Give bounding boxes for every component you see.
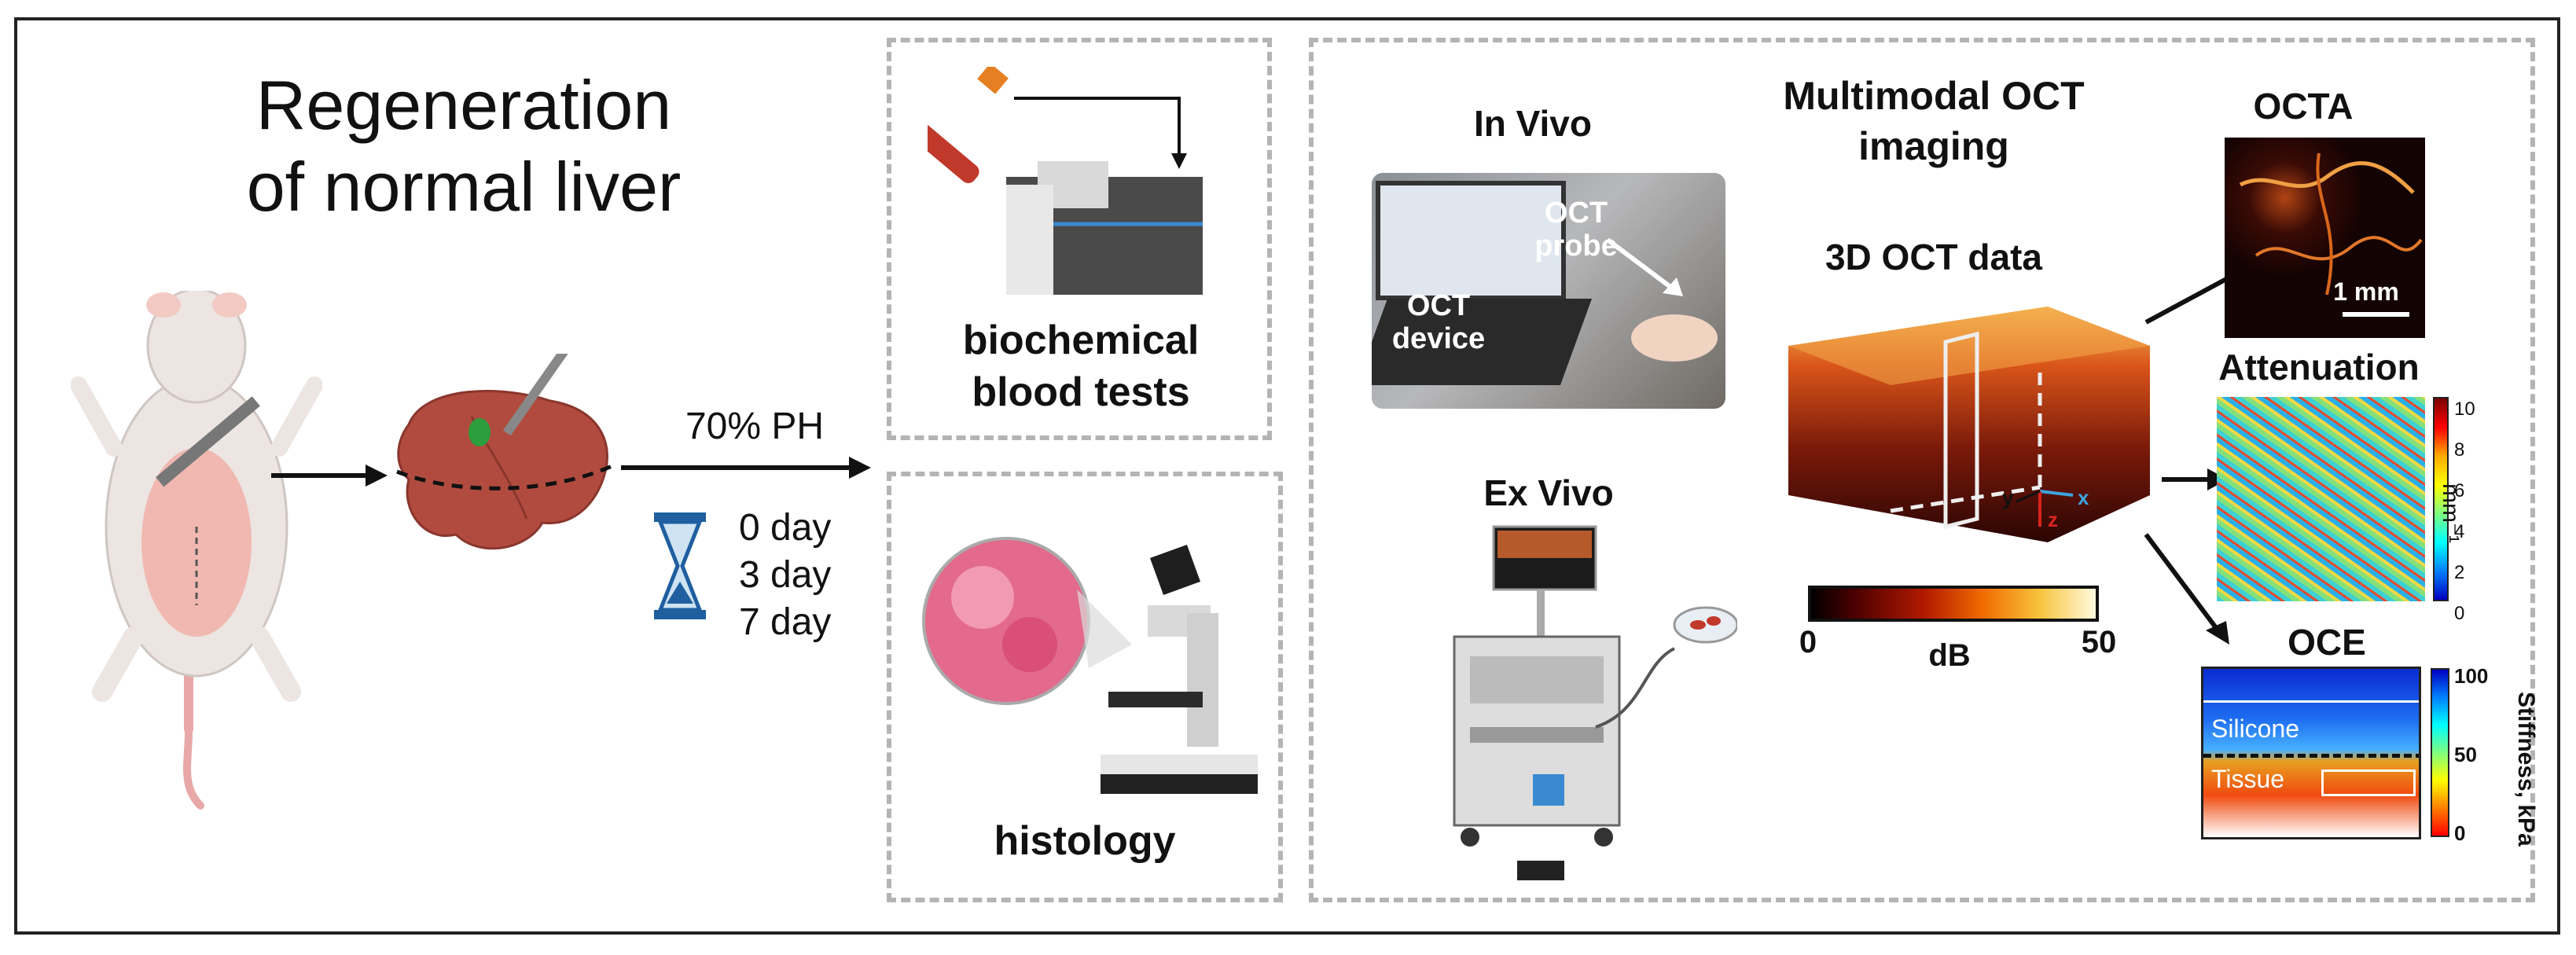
blood-tests-label: biochemical blood tests bbox=[896, 314, 1266, 418]
octa-title: OCTA bbox=[2253, 86, 2354, 127]
hourglass-icon bbox=[654, 512, 706, 619]
timepoint-1: 3 day bbox=[739, 554, 832, 596]
oce-tick-0: 100 bbox=[2454, 664, 2489, 688]
blood-tests-line-2: blood tests bbox=[972, 369, 1190, 415]
attenuation-tick-3: 4 bbox=[2454, 521, 2465, 542]
blood-tests-panel bbox=[887, 38, 1272, 440]
mouse-illustration bbox=[71, 291, 322, 810]
figure-frame bbox=[14, 17, 2560, 935]
db-colorbar-min: 0 bbox=[1799, 625, 1817, 659]
attenuation-tick-0: 10 bbox=[2454, 399, 2475, 420]
title-line-2: of normal liver bbox=[246, 148, 682, 226]
oct-imaging-panel bbox=[1309, 38, 2535, 902]
oce-map: Silicone Tissue bbox=[2201, 667, 2421, 839]
attenuation-tick-5: 0 bbox=[2454, 603, 2465, 624]
imaging-heading-line-2: imaging bbox=[1858, 124, 2009, 168]
attenuation-unit: mm⁻¹ bbox=[2438, 483, 2464, 543]
timepoint-list: 0 day 3 day 7 day bbox=[739, 505, 831, 646]
timepoint-2: 7 day bbox=[739, 601, 832, 643]
liver-illustration bbox=[396, 354, 619, 550]
oce-colorbar bbox=[2431, 668, 2449, 837]
oce-tick-2: 0 bbox=[2454, 821, 2466, 845]
attenuation-ticks: 10 8 6 4 2 0 bbox=[2454, 389, 2475, 634]
axis-z-label: z bbox=[2048, 508, 2058, 531]
attenuation-map bbox=[2217, 397, 2425, 601]
imaging-heading: Multimodal OCT imaging bbox=[1714, 71, 2154, 171]
blood-analyzer-illustration bbox=[928, 67, 1203, 295]
ex-vivo-cart-illustration bbox=[1453, 525, 1737, 880]
attenuation-title: Attenuation bbox=[2218, 347, 2420, 388]
db-colorbar-unit: dB bbox=[1928, 638, 1971, 673]
microscope-illustration bbox=[922, 537, 1258, 794]
oct-probe-line-2: probe bbox=[1534, 230, 1618, 263]
timepoint-0: 0 day bbox=[739, 507, 832, 549]
attenuation-tick-4: 2 bbox=[2454, 562, 2465, 583]
in-vivo-photo: OCT device OCT probe bbox=[1372, 173, 1725, 409]
arrow-to-liver bbox=[271, 465, 388, 487]
octa-scalebar-label: 1 mm bbox=[2333, 277, 2399, 306]
oce-layer-tissue: Tissue bbox=[2211, 765, 2285, 793]
oce-boundary-top bbox=[2203, 700, 2419, 703]
oct-probe-label: OCT probe bbox=[1529, 197, 1623, 263]
octa-image: 1 mm bbox=[2225, 138, 2425, 338]
histology-label: histology bbox=[994, 818, 1176, 864]
octa-vessels bbox=[2239, 152, 2423, 317]
oct-data-label: 3D OCT data bbox=[1825, 237, 2043, 277]
attenuation-tick-1: 8 bbox=[2454, 439, 2465, 461]
oce-layer-silicone: Silicone bbox=[2211, 714, 2300, 743]
db-colorbar bbox=[1808, 586, 2099, 622]
imaging-heading-line-1: Multimodal OCT bbox=[1783, 74, 2085, 118]
in-vivo-label: In Vivo bbox=[1474, 103, 1592, 144]
oce-unit: Stiffness, kPa bbox=[2513, 692, 2539, 847]
oce-boundary-dashed bbox=[2203, 754, 2419, 758]
db-colorbar-max: 50 bbox=[2081, 625, 2117, 659]
axis-x-label: x bbox=[2078, 486, 2089, 509]
axis-y-label: y bbox=[2002, 486, 2014, 509]
oct-probe-line-1: OCT bbox=[1544, 197, 1608, 230]
figure-title: Regeneration of normal liver bbox=[157, 64, 770, 228]
attenuation-tick-2: 6 bbox=[2454, 480, 2465, 501]
mouse-specimen bbox=[1631, 314, 1718, 362]
oct-device-line-2: device bbox=[1391, 322, 1486, 355]
probe-arrow bbox=[1608, 237, 1683, 296]
histology-panel bbox=[887, 472, 1283, 902]
laptop-screen bbox=[1376, 181, 1566, 300]
oct-device-label: OCT device bbox=[1384, 289, 1494, 355]
oce-tick-1: 50 bbox=[2454, 743, 2477, 766]
attenuation-colorbar bbox=[2433, 397, 2449, 601]
procedure-label: 70% PH bbox=[685, 406, 825, 447]
oct-device-line-1: OCT bbox=[1406, 289, 1471, 322]
ex-vivo-label: Ex Vivo bbox=[1483, 472, 1614, 513]
arrow-procedure bbox=[621, 457, 871, 479]
title-line-1: Regeneration bbox=[255, 66, 672, 144]
oce-roi-box bbox=[2321, 770, 2416, 796]
oce-title: OCE bbox=[2288, 622, 2366, 663]
oct-volume-render: x z y bbox=[1788, 307, 2150, 542]
blood-tests-line-1: biochemical bbox=[962, 318, 1200, 363]
